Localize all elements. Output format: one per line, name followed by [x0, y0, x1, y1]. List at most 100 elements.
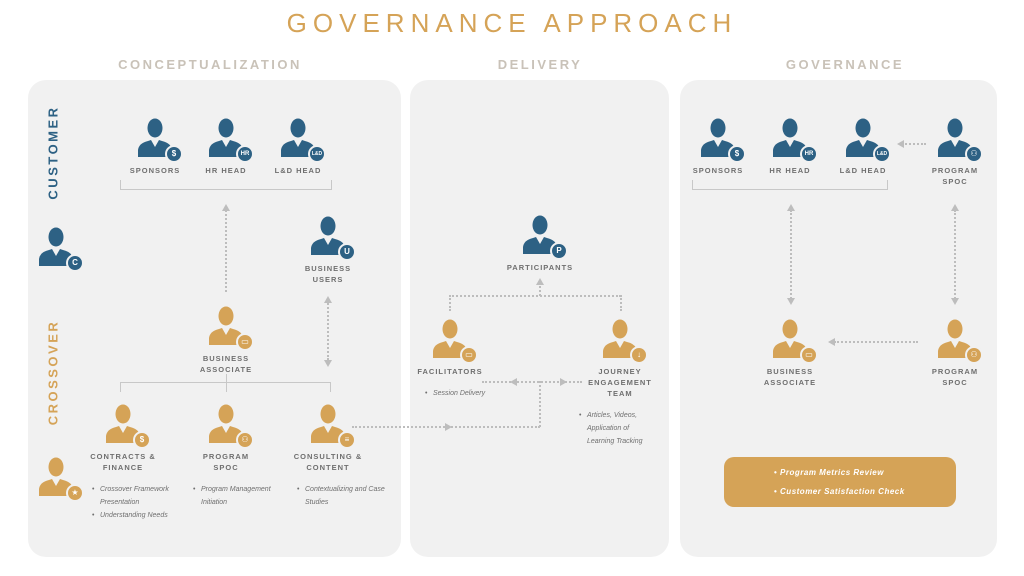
user-badge-icon: U	[338, 243, 356, 261]
person-icon: ▭	[770, 318, 818, 364]
bullet-item: Session Delivery	[425, 387, 505, 400]
customer-group-bracket	[120, 180, 332, 190]
node-label: PROGRAM SPOC	[931, 367, 979, 387]
dollar-badge-icon: $	[728, 145, 746, 163]
customer-badge-icon: C	[66, 254, 84, 272]
connector	[449, 295, 621, 297]
legend-customer-icon: C	[1, 226, 111, 272]
arrow-right-icon	[560, 378, 567, 386]
bullet-item: Crossover Framework Presentation	[92, 483, 182, 509]
org-chart-badge-icon: ⚇	[965, 346, 983, 364]
person-icon: P	[520, 214, 568, 260]
connector	[330, 382, 331, 392]
participant-badge-icon: P	[550, 242, 568, 260]
node-label: BUSINESS USERS	[304, 264, 352, 284]
connector	[225, 210, 227, 292]
node-label: L&D HEAD	[274, 166, 322, 175]
connector	[954, 210, 956, 302]
node-label: JOURNEY ENGAGEMENT TEAM	[588, 367, 652, 398]
arrow-up-icon	[951, 204, 959, 211]
org-chart-badge-icon: ⚇	[965, 145, 983, 163]
node-gov-sponsors: $ SPONSORS	[663, 117, 773, 176]
person-icon: HR	[770, 117, 818, 163]
legend-crossover-icon: ★	[1, 456, 111, 502]
connector	[327, 300, 329, 360]
bullet-list: Articles, Videos, Application of Learnin…	[579, 409, 655, 448]
metrics-item: Program Metrics Review	[774, 463, 956, 482]
connector	[120, 382, 331, 383]
connector	[620, 295, 622, 311]
arrow-up-icon	[787, 204, 795, 211]
person-icon: ⚇	[935, 117, 983, 163]
dollar-badge-icon: $	[165, 145, 183, 163]
node-label: HR HEAD	[205, 166, 247, 175]
node-gov-program-spoc-crossover: ⚇ PROGRAM SPOC	[900, 318, 1010, 388]
node-facilitators: ▭ FACILITATORS Session Delivery	[395, 318, 505, 400]
legend-customer-label: CUSTOMER	[45, 105, 61, 200]
person-icon: ▭	[206, 305, 254, 351]
connector	[902, 143, 926, 145]
node-label: CONTRACTS & FINANCE	[90, 452, 156, 472]
customer-group-bracket	[692, 180, 888, 190]
connector	[834, 341, 918, 343]
connector	[790, 210, 792, 302]
hr-badge-icon: HR	[236, 145, 254, 163]
connector	[120, 382, 121, 392]
person-icon: ≡	[308, 403, 356, 449]
arrow-up-icon	[536, 278, 544, 285]
node-business-users: U BUSINESS USERS	[273, 215, 383, 285]
column-header-governance: GOVERNANCE	[785, 57, 905, 72]
node-business-associate: ▭ BUSINESS ASSOCIATE	[171, 305, 281, 375]
connector	[449, 295, 451, 311]
connector	[482, 381, 582, 383]
panel-conceptualization	[28, 80, 401, 557]
arrow-left-icon	[828, 338, 835, 346]
briefcase-badge-icon: ▭	[800, 346, 818, 364]
node-program-spoc: ⚇ PROGRAM SPOC Program Management Initia…	[171, 403, 281, 509]
ld-badge-icon: L&D	[308, 145, 326, 163]
node-sponsors: $ SPONSORS	[100, 117, 210, 176]
node-gov-hr-head: HR HR HEAD	[735, 117, 845, 176]
person-icon: HR	[206, 117, 254, 163]
bullet-item: Contextualizing and Case Studies	[297, 483, 387, 509]
node-label: CONSULTING & CONTENT	[293, 452, 363, 472]
node-hr-head: HR HR HEAD	[171, 117, 281, 176]
person-icon: ▭	[430, 318, 478, 364]
person-icon: U	[308, 215, 356, 261]
column-header-delivery: DELIVERY	[497, 57, 583, 72]
bullet-list: Session Delivery	[425, 387, 505, 400]
node-consulting-content: ≡ CONSULTING & CONTENT Contextualizing a…	[273, 403, 385, 509]
arrow-down-icon	[324, 360, 332, 367]
node-ld-head: L&D L&D HEAD	[243, 117, 353, 176]
monitor-badge-icon: ▭	[460, 346, 478, 364]
list-badge-icon: ≡	[338, 431, 356, 449]
hr-badge-icon: HR	[800, 145, 818, 163]
bullet-item: Program Management Initiation	[193, 483, 283, 509]
node-gov-program-spoc-customer: ⚇ PROGRAM SPOC	[900, 117, 1010, 187]
person-icon: $	[698, 117, 746, 163]
arrow-up-icon	[324, 296, 332, 303]
person-icon: L&D	[278, 117, 326, 163]
person-icon: ↓	[600, 318, 648, 364]
arrow-left-icon	[510, 378, 517, 386]
node-label: BUSINESS ASSOCIATE	[199, 354, 253, 374]
bullet-item: Understanding Needs	[92, 509, 182, 522]
node-journey-engagement-team: ↓ JOURNEY ENGAGEMENT TEAM Articles, Vide…	[565, 318, 675, 448]
download-badge-icon: ↓	[630, 346, 648, 364]
node-label: PARTICIPANTS	[506, 263, 574, 272]
arrow-down-icon	[787, 298, 795, 305]
dollar-badge-icon: $	[133, 431, 151, 449]
bullet-list: Contextualizing and Case Studies	[297, 483, 387, 509]
node-label: L&D HEAD	[839, 166, 887, 175]
node-participants: P PARTICIPANTS	[485, 214, 595, 273]
connector	[539, 282, 541, 296]
person-icon: ⚇	[935, 318, 983, 364]
connector	[539, 381, 541, 427]
node-gov-business-associate: ▭ BUSINESS ASSOCIATE	[735, 318, 845, 388]
node-label: SPONSORS	[692, 166, 744, 175]
person-icon: $	[103, 403, 151, 449]
person-icon: $	[135, 117, 183, 163]
org-chart-badge-icon: ⚇	[236, 431, 254, 449]
arrow-right-icon	[445, 423, 452, 431]
person-icon: L&D	[843, 117, 891, 163]
